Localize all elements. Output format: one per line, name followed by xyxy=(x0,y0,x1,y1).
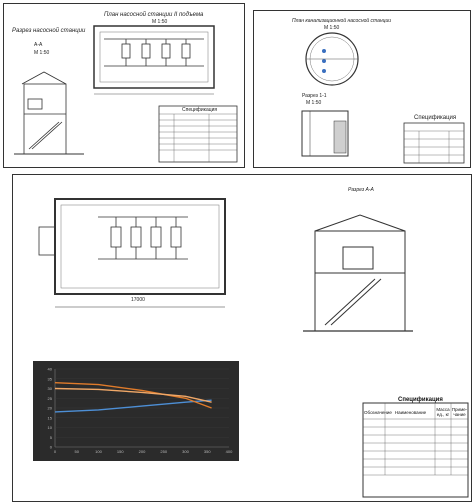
series-line-0 xyxy=(54,399,212,413)
x-tick-label: 200 xyxy=(139,449,146,454)
sewage-title: План канализационной насосной станции xyxy=(292,18,392,24)
x-tick-label: 100 xyxy=(95,449,102,454)
sewage-section-scale: М 1:50 xyxy=(306,100,322,106)
y-tick-label: 35 xyxy=(48,376,53,381)
plan-scale: М 1:50 xyxy=(152,19,168,25)
x-tick-label: 50 xyxy=(75,449,80,454)
spec-header-designation: Обозначение xyxy=(364,410,392,415)
y-tick-label: 30 xyxy=(48,386,53,391)
sewage-station-drawing xyxy=(301,32,465,164)
spec-header-name: Наименование xyxy=(394,410,427,415)
pump-station-plan-drawing xyxy=(14,25,238,163)
x-tick-label: 400 xyxy=(226,449,233,454)
y-tick-label: 0 xyxy=(50,445,53,450)
section-mark: А-А xyxy=(34,42,43,48)
y-tick-label: 40 xyxy=(48,367,53,372)
y-tick-label: 5 xyxy=(50,435,53,440)
sheet-main-drawing: 17000 Разрез А-А Спецификация Обозначени… xyxy=(12,174,472,502)
spec-header-mass: Масса ед., кг xyxy=(436,407,450,417)
main-plan-drawing xyxy=(38,198,469,498)
y-tick-label: 15 xyxy=(48,415,53,420)
spec-header-note: Приме-чание xyxy=(451,407,468,417)
spec-title-2: Спецификация xyxy=(414,115,457,121)
spec-title-1: Спецификация xyxy=(182,107,218,113)
sewage-scale: М 1:50 xyxy=(324,25,340,31)
section-scale: М 1:50 xyxy=(34,50,50,56)
y-tick-label: 25 xyxy=(48,396,53,401)
y-tick-label: 20 xyxy=(48,406,53,411)
section-title: Разрез насосной станции xyxy=(12,28,86,34)
sewage-section-title: Разрез 1-1 xyxy=(302,93,327,99)
x-tick-label: 250 xyxy=(160,449,167,454)
x-tick-label: 300 xyxy=(182,449,189,454)
dimension-total: 17000 xyxy=(131,297,145,303)
section-aa-label: Разрез А-А xyxy=(348,187,374,193)
spec-title-3: Спецификация xyxy=(398,397,443,403)
x-tick-label: 350 xyxy=(204,449,211,454)
series-line-2 xyxy=(54,387,212,403)
y-tick-label: 10 xyxy=(48,425,53,430)
x-tick-label: 150 xyxy=(117,449,124,454)
x-tick-label: 0 xyxy=(54,449,57,454)
sheet-sewage-pump-station: План канализационной насосной станции М … xyxy=(253,10,471,168)
plan-title: План насосной станции II подъема xyxy=(104,12,204,18)
series-line-1 xyxy=(54,381,212,409)
sheet-pump-station-plan: План насосной станции II подъема М 1:50 … xyxy=(3,3,245,168)
